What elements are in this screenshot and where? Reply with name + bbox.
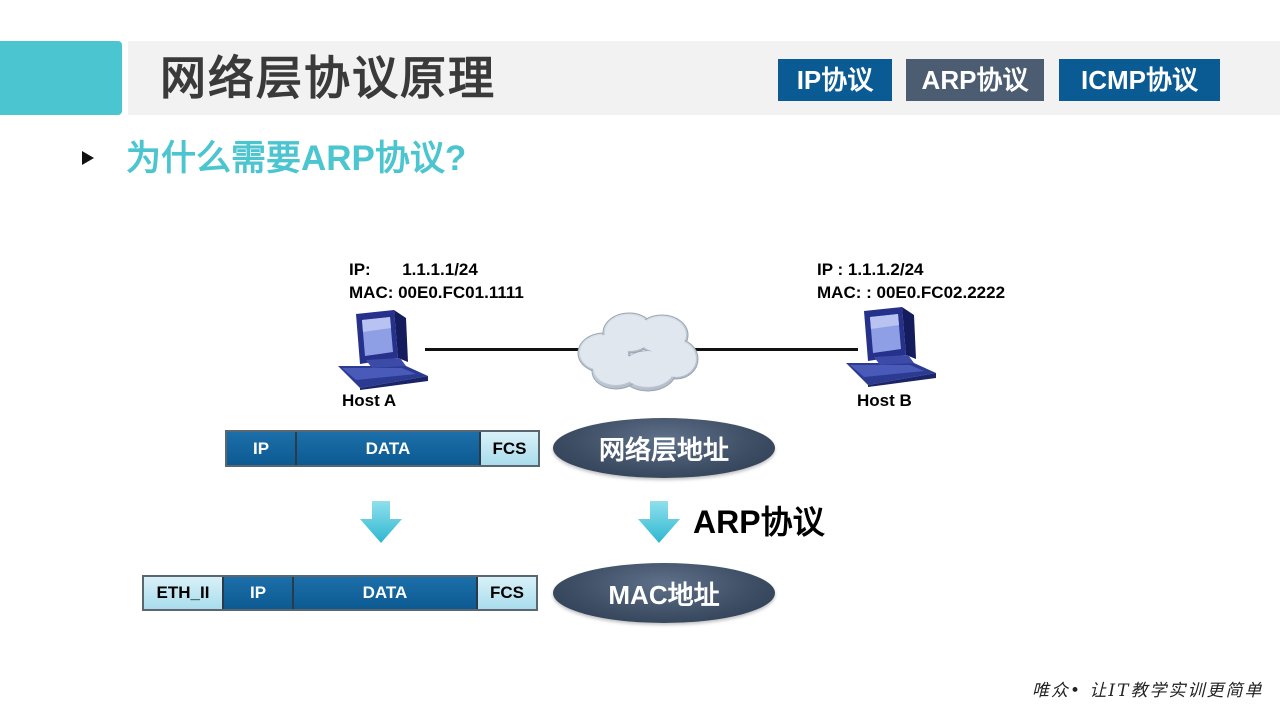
host-a-ip-line: IP: 1.1.1.1/24 [349, 258, 478, 281]
arp-protocol-label: ARP协议 [693, 504, 825, 540]
tab-ip-protocol[interactable]: IP协议 [778, 59, 892, 101]
down-arrow-icon [360, 501, 402, 543]
host-b-mac: MAC: : 00E0.FC02.2222 [817, 283, 1006, 302]
tab-icmp-protocol[interactable]: ICMP协议 [1059, 59, 1220, 101]
down-arrow-icon [638, 501, 680, 543]
link-line-a [425, 348, 585, 351]
ip-packet-frame: IP DATA FCS [225, 430, 540, 467]
frame-cell-fcs: FCS [478, 577, 536, 609]
link-line-b [694, 348, 858, 351]
question-heading: 为什么需要ARP协议? [126, 139, 467, 178]
page-title: 网络层协议原理 [160, 52, 496, 104]
host-a-mac: MAC: 00E0.FC01.1111 [349, 283, 524, 302]
host-a-computer-icon [338, 310, 428, 390]
host-b-label: Host B [857, 391, 912, 410]
frame-cell-eth-ii: ETH_II [144, 577, 224, 609]
frame-cell-ip: IP [224, 577, 294, 609]
host-b-ip: IP : 1.1.1.2/24 [817, 260, 924, 279]
frame-cell-ip: IP [227, 432, 297, 465]
frame-cell-data: DATA [294, 577, 478, 609]
footer-slogan: 唯众• 让IT教学实训更简单 [1032, 681, 1264, 701]
host-b-computer-icon [846, 307, 936, 387]
header-accent-block [0, 41, 122, 115]
host-a-ip-label: IP: [349, 260, 371, 279]
bullet-triangle-icon [82, 151, 94, 165]
ethernet-frame: ETH_II IP DATA FCS [142, 575, 538, 611]
network-cloud-icon [577, 312, 699, 392]
frame-cell-data: DATA [297, 432, 481, 465]
host-a-ip-value: 1.1.1.1/24 [402, 260, 478, 279]
host-a-label: Host A [342, 391, 397, 410]
frame-cell-fcs: FCS [481, 432, 538, 465]
tab-arp-protocol[interactable]: ARP协议 [906, 59, 1044, 101]
network-address-ellipse: 网络层地址 [553, 418, 775, 478]
mac-address-ellipse: MAC地址 [553, 563, 775, 623]
